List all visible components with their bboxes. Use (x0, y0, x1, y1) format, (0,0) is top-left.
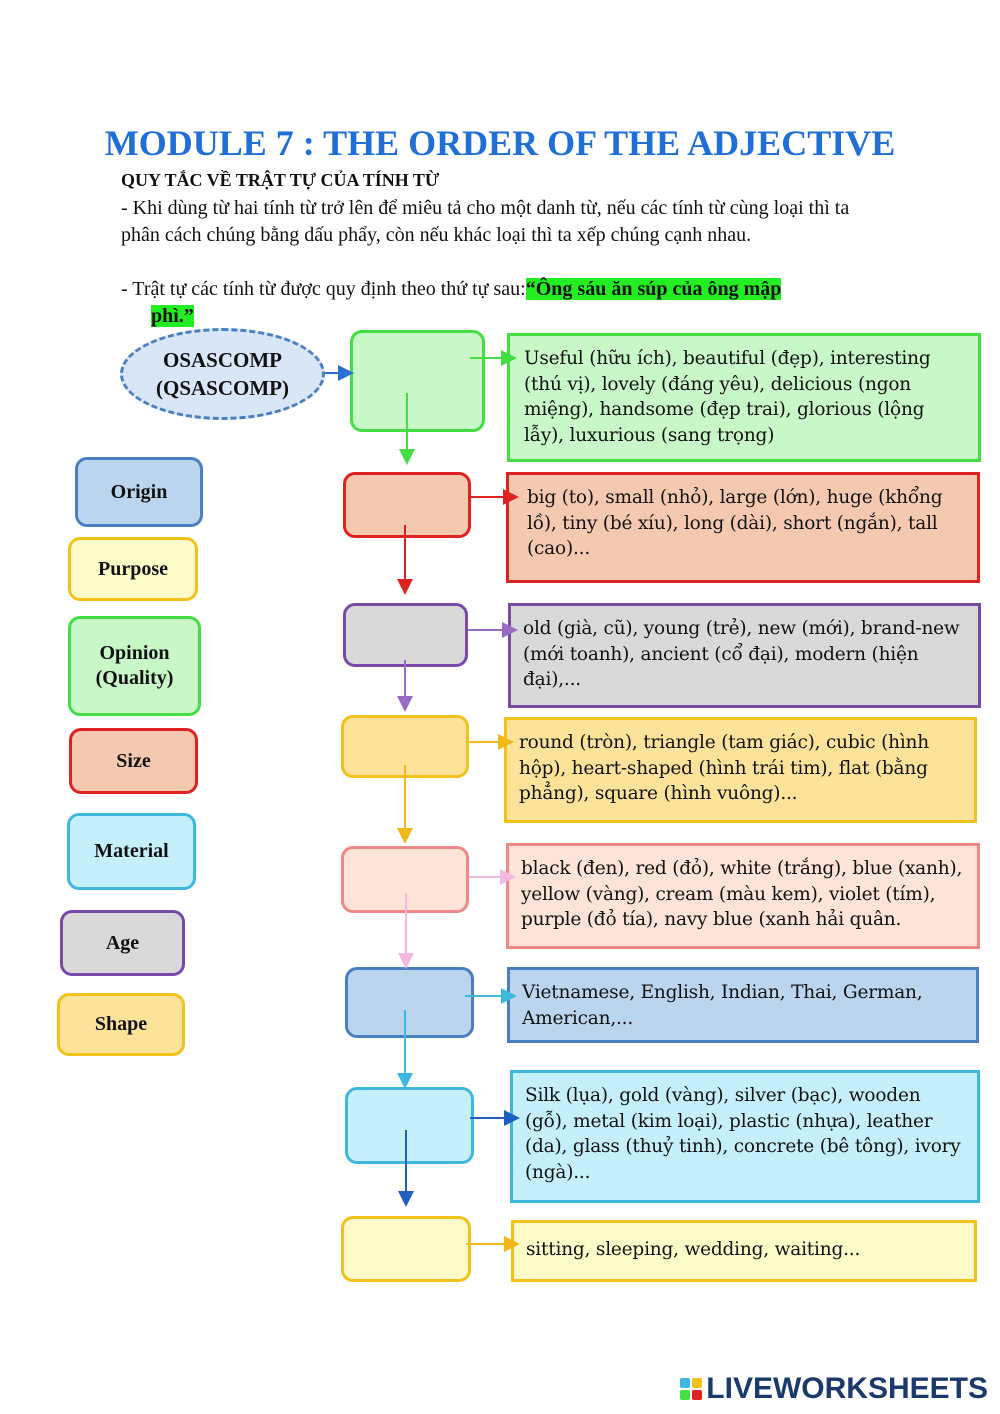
rule-paragraph-1: - Khi dùng từ hai tính từ trở lên để miê… (121, 197, 850, 246)
page-title: MODULE 7 : THE ORDER OF THE ADJECTIVE (104, 123, 896, 163)
description-origin: Vietnamese, English, Indian, Thai, Germa… (507, 967, 979, 1043)
acronym-alt-label: (QSASCOMP) (156, 376, 289, 400)
label-origin[interactable]: Origin (75, 457, 203, 527)
drop-slot-shape[interactable] (341, 715, 469, 778)
description-size: big (to), small (nhỏ), large (lớn), huge… (506, 472, 980, 583)
liveworksheets-logo-icon (680, 1378, 703, 1400)
mnemonic-highlight-end: phì.” (151, 305, 194, 327)
mnemonic-highlight: “Ông sáu ăn súp của ông mập (525, 278, 782, 300)
rule-2-prefix: - Trật tự các tính từ được quy định theo… (121, 278, 526, 300)
drop-slot-size[interactable] (343, 472, 471, 538)
liveworksheets-logo: LIVEWORKSHEETS (680, 1372, 988, 1406)
section-heading: QUY TẮC VỀ TRẬT TỰ CỦA TÍNH TỪ (121, 170, 440, 190)
logo-text: LIVEWORKSHEETS (706, 1372, 988, 1405)
drop-slot-material[interactable] (345, 1087, 474, 1164)
label-shape[interactable]: Shape (57, 993, 185, 1056)
label-purpose[interactable]: Purpose (68, 537, 198, 601)
label-material[interactable]: Material (67, 813, 196, 890)
drop-slot-opinion[interactable] (350, 330, 485, 432)
acronym-label: OSASCOMP (162, 348, 282, 372)
label-size[interactable]: Size (69, 728, 198, 794)
description-purpose: sitting, sleeping, wedding, waiting... (511, 1220, 977, 1282)
description-opinion: Useful (hữu ích), beautiful (đẹp), inter… (507, 333, 981, 462)
description-color: black (đen), red (đỏ), white (trắng), bl… (506, 843, 980, 949)
label-age[interactable]: Age (60, 910, 185, 976)
description-shape: round (tròn), triangle (tam giác), cubic… (504, 717, 977, 823)
rule-paragraph-2: - Trật tự các tính từ được quy định theo… (121, 276, 901, 330)
description-material: Silk (lụa), gold (vàng), silver (bạc), w… (510, 1070, 980, 1203)
drop-slot-purpose[interactable] (341, 1216, 471, 1282)
acronym-ellipse: OSASCOMP (QSASCOMP) (120, 328, 325, 420)
description-age: old (già, cũ), young (trẻ), new (mới), b… (508, 603, 981, 708)
label-opinion[interactable]: Opinion (Quality) (68, 616, 201, 716)
